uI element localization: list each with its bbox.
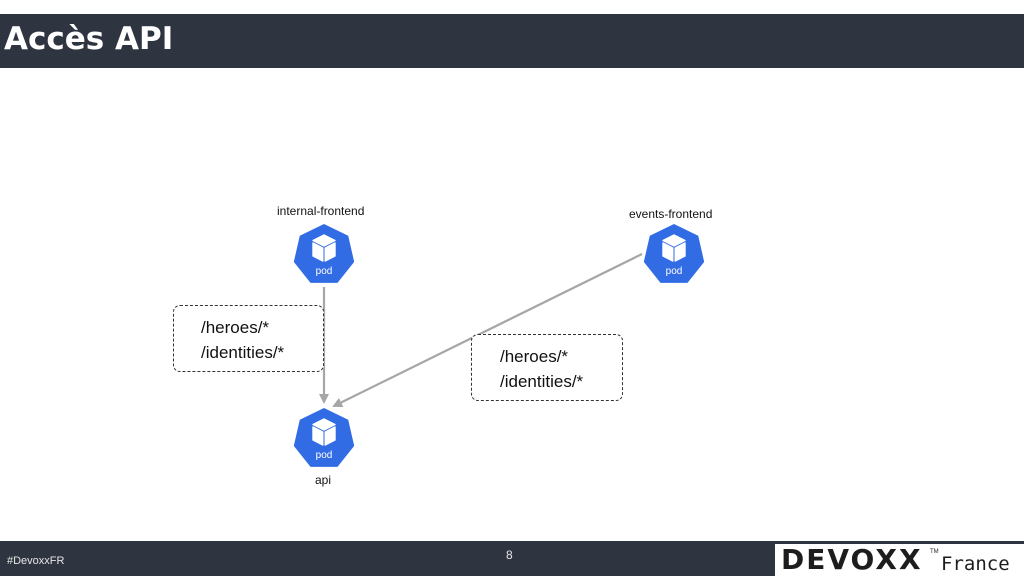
pod-icon-events-frontend bbox=[640, 220, 708, 287]
logo-brand: DEVOXX bbox=[781, 543, 923, 576]
node-label-internal-frontend: internal-frontend bbox=[277, 204, 365, 218]
pod-icon-api bbox=[290, 404, 358, 471]
title-bar bbox=[0, 14, 1024, 68]
node-label-api: api bbox=[315, 473, 332, 487]
route-box-events-frontend bbox=[471, 334, 623, 401]
route-label: /heroes/* bbox=[500, 347, 569, 366]
logo-region: France bbox=[941, 553, 1010, 575]
route-label: /heroes/* bbox=[201, 318, 270, 337]
pod-icon-internal-frontend bbox=[290, 220, 358, 287]
slide-title: Accès API bbox=[4, 21, 174, 57]
devoxx-france-logo bbox=[775, 544, 1024, 576]
route-label: /identities/* bbox=[500, 372, 584, 391]
footer-hashtag: #DevoxxFR bbox=[7, 555, 65, 567]
route-box-internal-frontend bbox=[173, 305, 324, 372]
route-label: /identities/* bbox=[201, 343, 285, 362]
edge-events-frontend-to-api bbox=[332, 253, 643, 407]
node-label-events-frontend: events-frontend bbox=[629, 207, 713, 221]
logo-trademark: TM bbox=[930, 549, 939, 555]
page-number: 8 bbox=[506, 548, 513, 562]
